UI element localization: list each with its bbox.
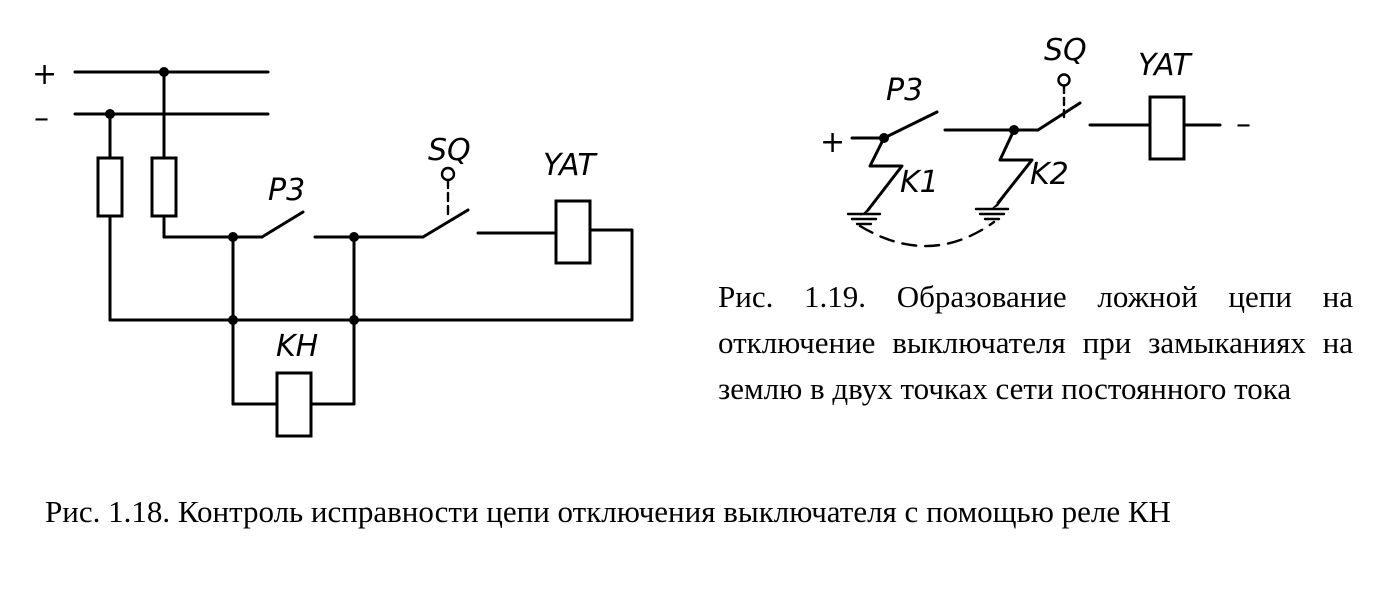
minus-bus-sign: –	[34, 101, 49, 136]
sq-contact	[1036, 101, 1082, 132]
kh-label: KH	[276, 329, 318, 364]
junction-dot	[1009, 125, 1019, 135]
yat-label: YAT	[543, 148, 598, 183]
false-earth-path	[858, 220, 996, 248]
junction-dot	[228, 232, 238, 242]
junction-dot	[159, 67, 169, 77]
yat-coil	[1148, 95, 1186, 161]
fault-k1-arrow	[866, 136, 904, 212]
minus-terminal-sign: –	[1236, 107, 1251, 142]
plus-bus-sign: +	[32, 57, 57, 92]
kh-coil	[275, 371, 313, 438]
figure-1-19-caption: Рис. 1.19. Образование ложной цепи на от…	[718, 279, 1353, 406]
sq-label: SQ	[428, 133, 471, 168]
yat-label: YAT	[1138, 48, 1193, 83]
sq-contact	[421, 208, 470, 239]
plus-terminal-sign: +	[820, 125, 845, 160]
junction-dot	[879, 133, 889, 143]
p3-label: P3	[886, 73, 923, 108]
fault-k1-arrowhead	[860, 201, 876, 216]
p3-contact	[260, 210, 305, 239]
sq-actuator	[1057, 73, 1071, 87]
figure-1-18-caption: Рис. 1.18. Контроль исправности цепи отк…	[45, 494, 1171, 529]
sq-actuator	[440, 166, 456, 182]
junction-dot	[105, 109, 115, 119]
fault-k2-arrowhead	[990, 195, 1006, 210]
p3-label: P3	[268, 173, 305, 208]
fuse-minus	[96, 156, 124, 218]
yat-return-wire	[108, 228, 634, 322]
k2-label: K2	[1030, 157, 1069, 192]
sq-label: SQ	[1044, 33, 1087, 68]
junction-dot	[349, 232, 359, 242]
k1-label: K1	[900, 165, 939, 200]
figure-1-18-schematic: + – P3 SQ YAT KH	[32, 57, 634, 438]
p3-contact	[882, 110, 939, 140]
junction-dot	[228, 315, 238, 325]
fuse-plus	[150, 156, 178, 218]
yat-coil	[554, 199, 592, 265]
junction-dot	[349, 315, 359, 325]
fault-k2-arrow	[996, 128, 1034, 205]
figure-1-19-schematic: + P3 SQ YAT – K1 K2	[820, 33, 1251, 248]
